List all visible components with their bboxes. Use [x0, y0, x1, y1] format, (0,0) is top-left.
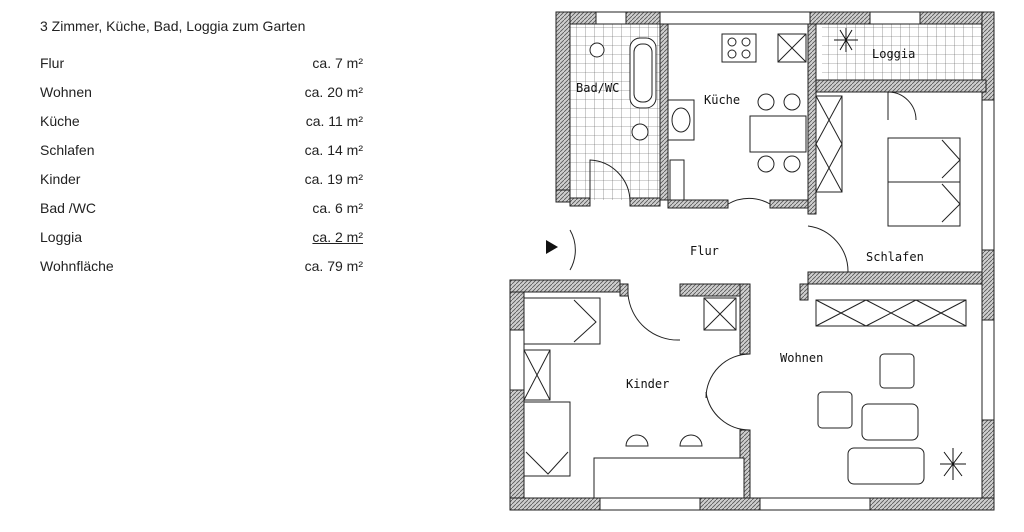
room-name: Wohnfläche [40, 258, 114, 274]
room-area: ca. 79 m² [304, 258, 363, 274]
room-area: ca. 11 m² [305, 113, 363, 129]
living-room-plant-icon [940, 448, 966, 480]
windows [509, 11, 995, 511]
plan-label-kinder: Kinder [626, 377, 669, 391]
plan-label-loggia: Loggia [872, 47, 915, 61]
plan-label-kueche: Küche [704, 93, 740, 107]
room-name: Schlafen [40, 142, 95, 158]
apartment-heading: 3 Zimmer, Küche, Bad, Loggia zum Garten [40, 18, 306, 34]
plan-label-bad: Bad/WC [576, 81, 619, 95]
room-area: ca. 20 m² [304, 84, 363, 100]
area-row-flur: Flur ca. 7 m² [40, 55, 363, 75]
bedroom-furniture [815, 95, 961, 227]
room-name: Küche [40, 113, 80, 129]
room-name: Kinder [40, 171, 81, 187]
area-row-bad: Bad /WC ca. 6 m² [40, 200, 363, 220]
loggia-tiles [822, 24, 982, 80]
area-row-kueche: Küche ca. 11 m² [40, 113, 363, 133]
plan-label-flur: Flur [690, 244, 719, 258]
kids-room-furniture [523, 297, 745, 499]
doors [569, 91, 917, 431]
room-name: Bad /WC [40, 200, 97, 216]
room-area: ca. 6 m² [312, 200, 363, 216]
area-row-wohnflaeche: Wohnfläche ca. 79 m² [40, 258, 363, 278]
bathroom-fixtures [589, 37, 695, 141]
room-area: ca. 19 m² [304, 171, 363, 187]
living-room-furniture [815, 299, 967, 485]
area-row-kinder: Kinder ca. 19 m² [40, 171, 363, 191]
room-name: Flur [40, 55, 65, 71]
kitchen-fixtures [669, 33, 807, 201]
area-row-loggia: Loggia ca. 2 m² [40, 229, 363, 249]
loggia-plant-icon [834, 28, 858, 52]
plan-label-schlafen: Schlafen [866, 250, 924, 264]
area-row-wohnen: Wohnen ca. 20 m² [40, 84, 363, 104]
entrance-arrow-icon [546, 240, 558, 254]
plan-label-wohnen: Wohnen [780, 351, 823, 365]
room-area: ca. 2 m² [312, 229, 363, 245]
room-name: Loggia [40, 229, 83, 245]
interior-walls [569, 23, 987, 499]
room-name: Wohnen [40, 84, 92, 100]
room-area: ca. 14 m² [304, 142, 363, 158]
room-area: ca. 7 m² [312, 55, 363, 71]
area-row-schlafen: Schlafen ca. 14 m² [40, 142, 363, 162]
